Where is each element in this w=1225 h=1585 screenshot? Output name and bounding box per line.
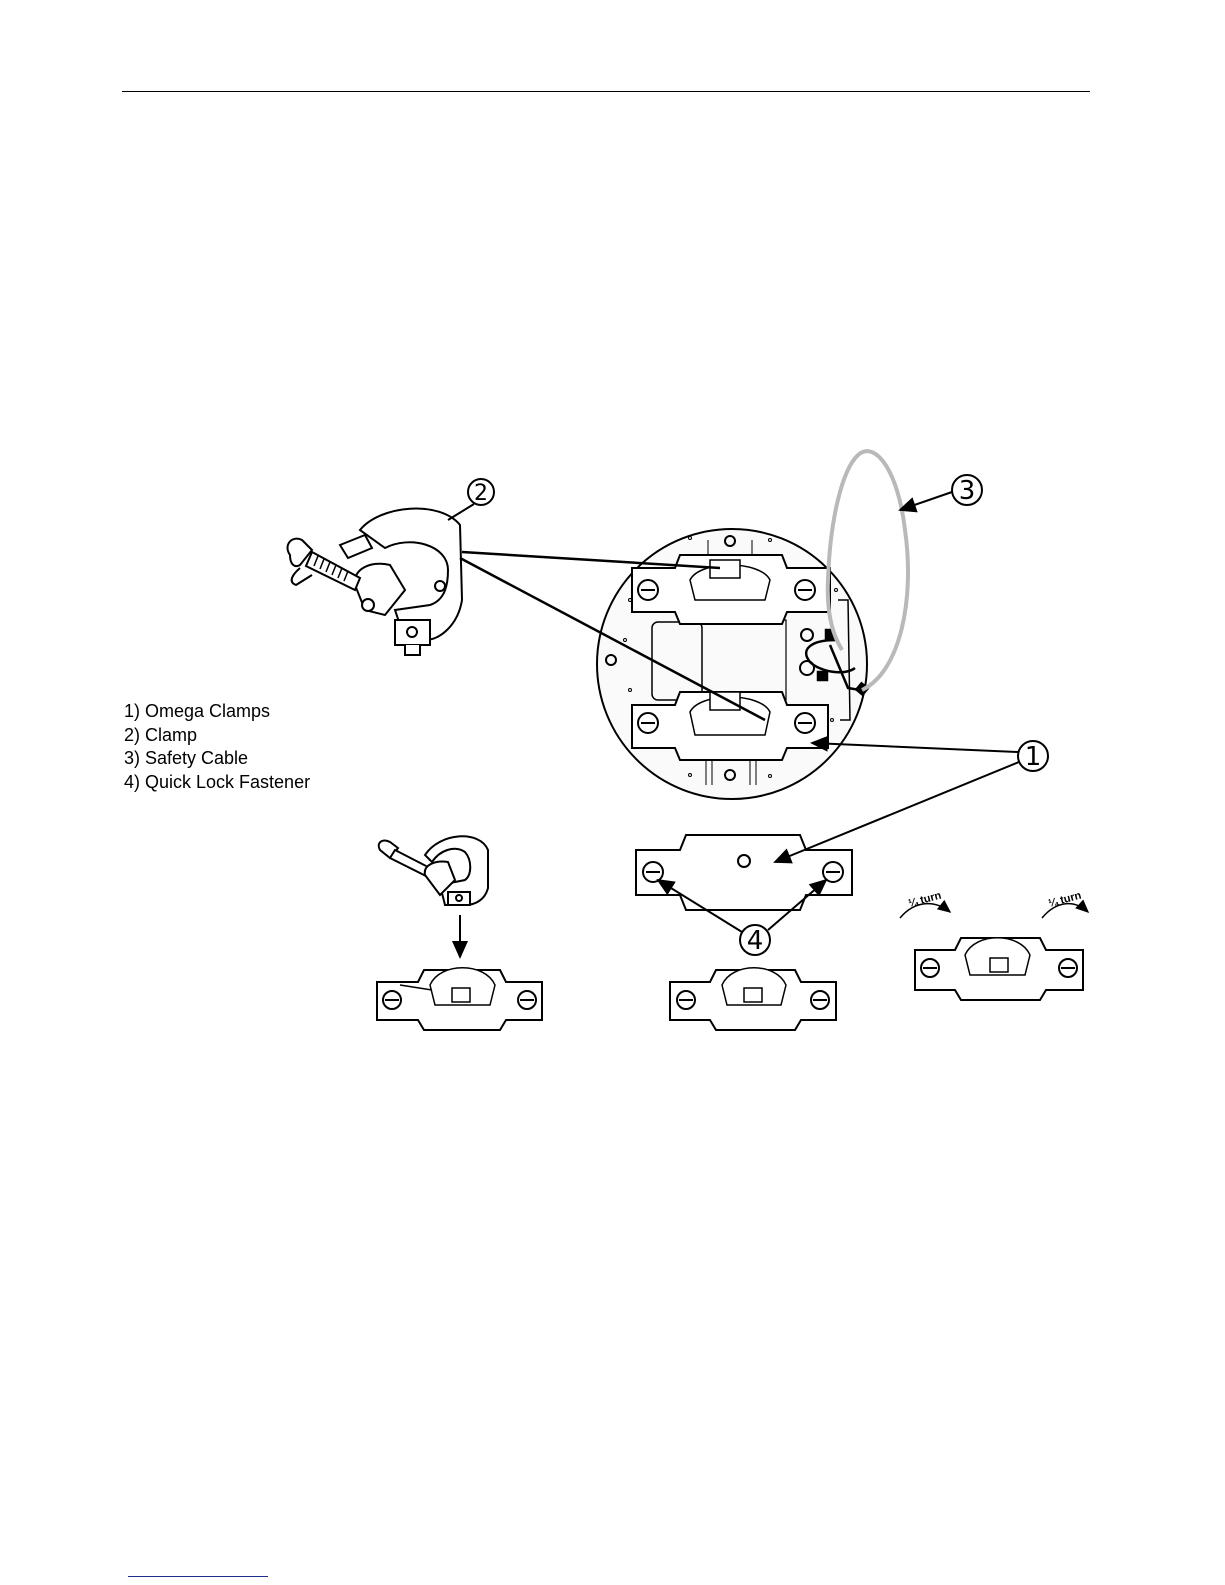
omega-clamp-assembled-a [377, 968, 542, 1030]
footer-rule [128, 1576, 268, 1577]
callout-4-label: 4 [747, 926, 764, 956]
omega-clamp-plain [636, 835, 852, 910]
quarter-turn-label-right: ¼ turn [1047, 890, 1083, 910]
omega-clamp-assembled-b [670, 968, 836, 1030]
callout-2: 2 [448, 479, 494, 520]
callout-2-label: 2 [474, 481, 488, 506]
clamp-large [288, 509, 462, 655]
callout-3: 3 [900, 475, 982, 510]
callout-1-label: 1 [1025, 742, 1042, 772]
quarter-turn-label-left: ¼ turn [907, 890, 943, 910]
clamp-small [379, 836, 488, 905]
omega-clamp-assembled-c [915, 938, 1083, 1000]
callout-3-label: 3 [959, 476, 976, 506]
